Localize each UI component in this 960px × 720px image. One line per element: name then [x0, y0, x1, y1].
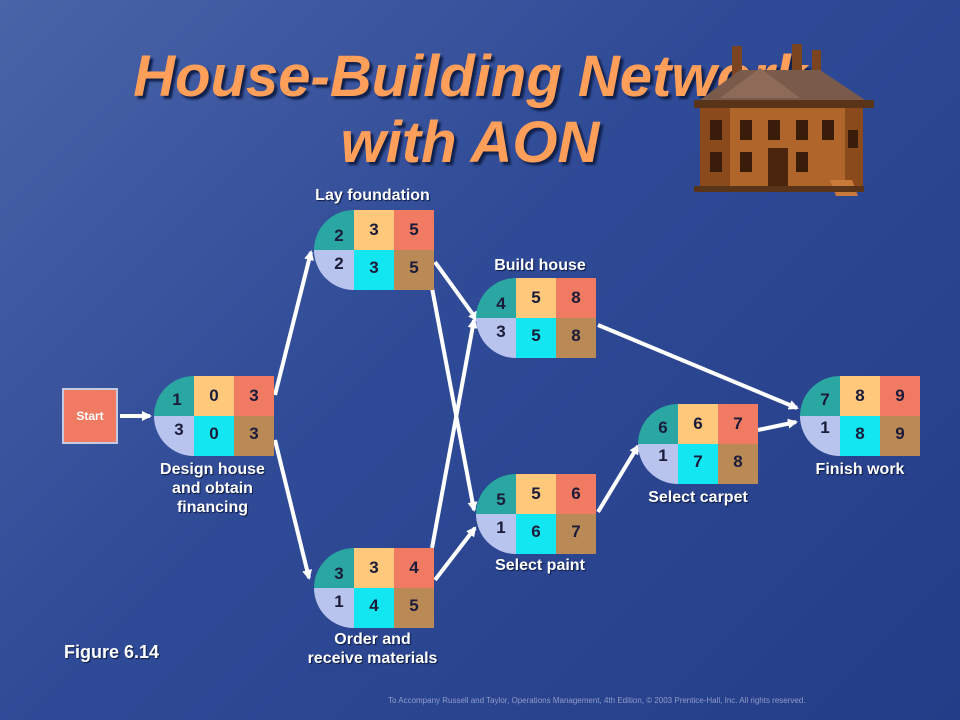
label-line: Finish work	[815, 461, 905, 478]
arrow-5-to-6	[596, 444, 640, 514]
label-line: Select paint	[495, 557, 585, 574]
arrow-3-to-5	[433, 526, 477, 582]
node-early-start: 5	[531, 484, 541, 503]
node-id: 4	[496, 294, 506, 313]
label-line: Design house	[160, 461, 265, 478]
node-late-finish: 8	[571, 326, 581, 345]
node-late-start: 3	[369, 258, 379, 277]
arrow-2-to-4	[433, 260, 479, 322]
node-label-7: Finish work	[790, 460, 930, 479]
node-id: 6	[658, 418, 668, 437]
label-line: Order and	[334, 631, 411, 648]
node-label-4: Build house	[470, 256, 610, 275]
node-late-finish: 5	[409, 596, 419, 615]
node-late-start: 7	[693, 452, 703, 471]
node-late-finish: 5	[409, 258, 419, 277]
node-early-start: 6	[693, 414, 703, 433]
activity-node-3: 3 1 3 4 4 5	[314, 548, 434, 628]
node-early-finish: 5	[409, 220, 419, 239]
label-line: and obtain	[172, 480, 253, 497]
activity-node-6: 6 1 6 7 7 8	[638, 404, 758, 484]
node-early-finish: 3	[249, 386, 259, 405]
node-early-finish: 6	[571, 484, 581, 503]
node-early-finish: 8	[571, 288, 581, 307]
activity-node-1: 1 3 0 3 0 3	[154, 376, 274, 456]
arrow-1-to-3	[273, 439, 312, 580]
page-title-line1: House-Building Network	[133, 44, 807, 109]
label-line: Build house	[494, 257, 586, 274]
node-late-finish: 9	[895, 424, 905, 443]
label-line: financing	[176, 499, 249, 516]
node-duration: 1	[496, 518, 506, 537]
node-late-start: 8	[855, 424, 865, 443]
node-late-start: 4	[369, 596, 379, 615]
node-label-3: Order and receive materials	[290, 630, 455, 668]
node-early-finish: 9	[895, 386, 905, 405]
arrow-4-to-7	[597, 323, 799, 410]
node-early-finish: 4	[409, 558, 419, 577]
arrow-1-to-2	[273, 250, 314, 396]
figure-label: Figure 6.14	[64, 642, 160, 662]
activity-node-5: 5 1 5 6 6 7	[476, 474, 596, 554]
node-late-start: 5	[531, 326, 541, 345]
activity-node-7: 7 1 8 9 8 9	[800, 376, 920, 456]
arrow-2-to-5	[430, 287, 478, 512]
node-late-finish: 3	[249, 424, 259, 443]
label-line: Lay foundation	[315, 187, 430, 204]
node-early-finish: 7	[733, 414, 743, 433]
arrow-6-to-7	[757, 418, 798, 432]
node-duration: 1	[334, 592, 344, 611]
activity-node-4: 4 3 5 8 5 8	[476, 278, 596, 358]
node-duration: 2	[334, 254, 344, 273]
start-label: Start	[76, 409, 104, 423]
activity-node-2: 2 2 3 5 3 5	[314, 210, 434, 290]
node-early-start: 5	[531, 288, 541, 307]
node-id: 2	[334, 226, 344, 245]
label-line: Select carpet	[648, 489, 748, 506]
node-id: 1	[172, 390, 182, 409]
node-late-start: 6	[531, 522, 541, 541]
node-late-finish: 8	[733, 452, 743, 471]
node-early-start: 3	[369, 558, 379, 577]
node-id: 7	[820, 390, 830, 409]
node-duration: 3	[174, 420, 184, 439]
arrow-3-to-4	[430, 318, 478, 549]
node-id: 3	[334, 564, 344, 583]
node-early-start: 0	[209, 386, 219, 405]
house-illustration	[694, 44, 874, 196]
footer-copyright: To Accompany Russell and Taylor, Operati…	[388, 696, 806, 705]
node-id: 5	[496, 490, 506, 509]
label-line: receive materials	[307, 650, 438, 667]
node-late-start: 0	[209, 424, 219, 443]
node-duration: 3	[496, 322, 506, 341]
node-early-start: 8	[855, 386, 865, 405]
page-title-line2: with AON	[340, 110, 600, 175]
node-label-5: Select paint	[470, 556, 610, 575]
node-label-2: Lay foundation	[290, 186, 455, 205]
node-duration: 1	[820, 418, 830, 437]
node-duration: 1	[658, 446, 668, 465]
node-late-finish: 7	[571, 522, 581, 541]
start-node: Start	[62, 388, 118, 444]
node-early-start: 3	[369, 220, 379, 239]
node-label-1: Design house and obtain financing	[130, 460, 295, 517]
node-label-6: Select carpet	[628, 488, 768, 507]
